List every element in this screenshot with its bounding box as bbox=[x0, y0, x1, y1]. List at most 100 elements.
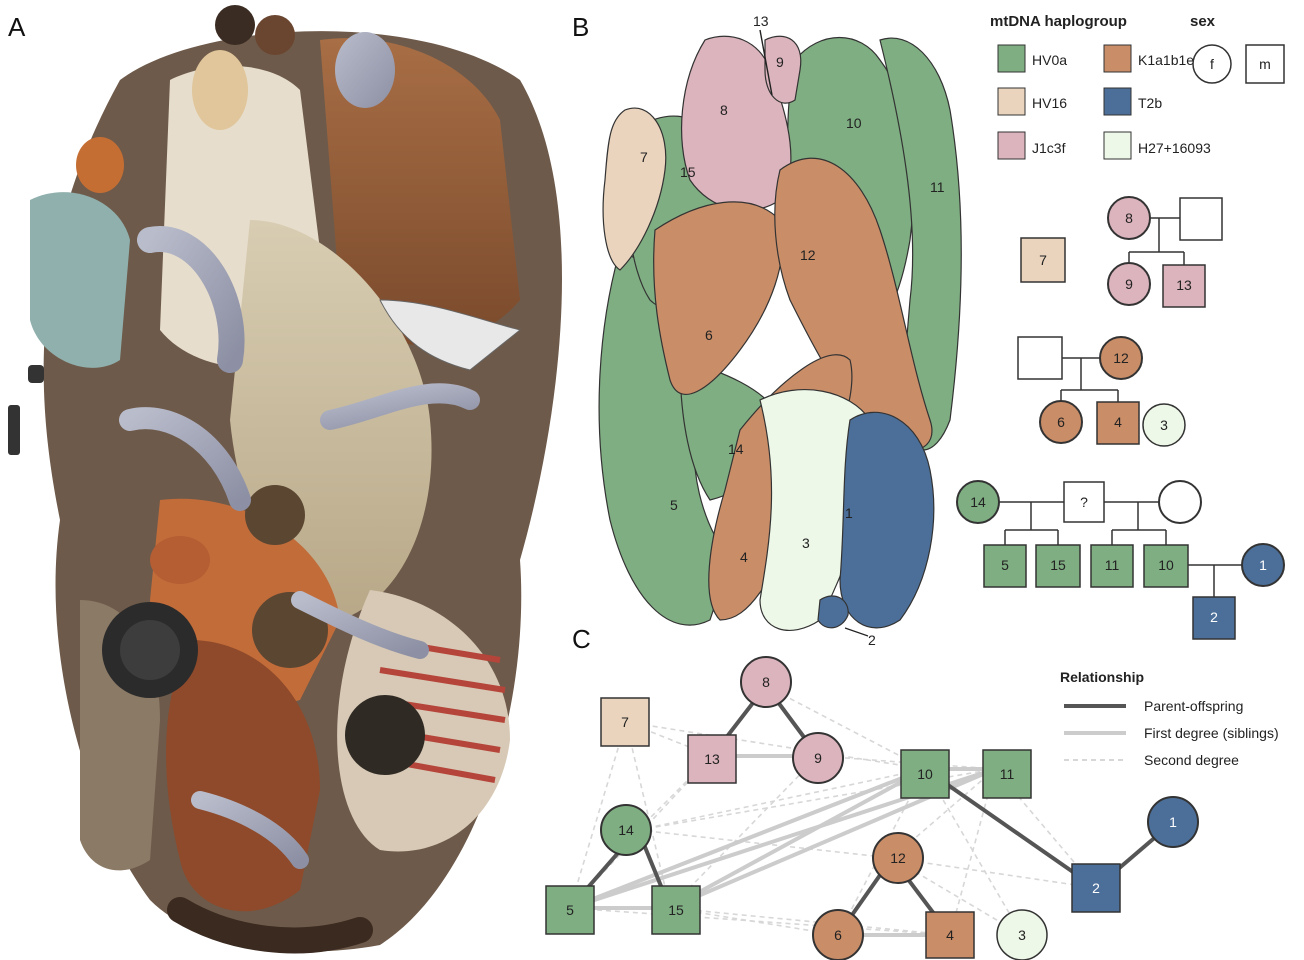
svg-text:2: 2 bbox=[1210, 609, 1218, 625]
svg-text:1: 1 bbox=[1169, 814, 1177, 830]
legend-item-j1c3f: J1c3f bbox=[998, 132, 1066, 159]
svg-text:HV16: HV16 bbox=[1032, 95, 1067, 111]
legend-item-k1a1b1e: K1a1b1e bbox=[1104, 45, 1194, 72]
network-node-12: 12 bbox=[873, 833, 923, 883]
svg-text:f: f bbox=[1210, 56, 1214, 72]
legend-item-hv0a: HV0a bbox=[998, 45, 1067, 72]
individual-2-shape bbox=[818, 596, 848, 628]
burial-label-8: 8 bbox=[720, 102, 728, 118]
burial-label-5: 5 bbox=[670, 497, 678, 513]
stone-object bbox=[28, 365, 44, 383]
pedigree-node-1: 1 bbox=[1242, 544, 1284, 586]
pedigree-node-12: 12 bbox=[1100, 337, 1142, 379]
svg-text:H27+16093: H27+16093 bbox=[1138, 140, 1211, 156]
svg-text:13: 13 bbox=[704, 751, 720, 767]
network-node-11: 11 bbox=[983, 750, 1031, 798]
svg-text:12: 12 bbox=[890, 850, 906, 866]
svg-text:4: 4 bbox=[1114, 414, 1122, 430]
pedigree-node-11: 11 bbox=[1091, 545, 1133, 587]
pedigree-node-8: 8 bbox=[1108, 197, 1150, 239]
network-node-7: 7 bbox=[601, 698, 649, 746]
svg-text:6: 6 bbox=[1057, 414, 1065, 430]
svg-text:T2b: T2b bbox=[1138, 95, 1162, 111]
pedigree-node-4: 4 bbox=[1097, 402, 1139, 444]
svg-text:8: 8 bbox=[1125, 210, 1133, 226]
network-node-2: 2 bbox=[1072, 864, 1120, 912]
pedigree-node-10: 10 bbox=[1144, 545, 1188, 587]
pedigree-node-unknown: ? bbox=[1064, 482, 1104, 522]
svg-text:9: 9 bbox=[1125, 276, 1133, 292]
figure-mass bbox=[30, 5, 562, 951]
burial-label-7: 7 bbox=[640, 149, 648, 165]
svg-text:8: 8 bbox=[762, 674, 770, 690]
svg-text:14: 14 bbox=[618, 822, 634, 838]
svg-text:6: 6 bbox=[834, 927, 842, 943]
svg-text:4: 4 bbox=[946, 927, 954, 943]
network-node-8: 8 bbox=[741, 657, 791, 707]
legend-item-t2b: T2b bbox=[1104, 88, 1162, 115]
network-node-3: 3 bbox=[997, 910, 1047, 960]
network-node-4: 4 bbox=[926, 912, 974, 958]
burial-label-15: 15 bbox=[680, 164, 696, 180]
network-node-6: 6 bbox=[813, 910, 863, 960]
relationship-legend: Relationship Parent-offspring First degr… bbox=[1060, 669, 1279, 768]
burial-label-10: 10 bbox=[846, 115, 862, 131]
pedigree-node-father-12 bbox=[1018, 337, 1062, 379]
svg-text:15: 15 bbox=[1050, 557, 1066, 573]
svg-text:11: 11 bbox=[1105, 557, 1120, 573]
svg-text:10: 10 bbox=[1158, 557, 1174, 573]
svg-text:5: 5 bbox=[566, 902, 574, 918]
haplogroup-legend: mtDNA haplogroup sex HV0a K1a1b1e HV16 T… bbox=[990, 0, 1304, 180]
pedigree-node-5: 5 bbox=[984, 545, 1026, 587]
burial-label-14: 14 bbox=[728, 441, 744, 457]
legend-title: mtDNA haplogroup bbox=[990, 13, 1127, 30]
pedigree-node-6: 6 bbox=[1040, 401, 1082, 443]
burial-label-6: 6 bbox=[705, 327, 713, 343]
individual-1-shape bbox=[840, 412, 934, 628]
pedigree-node-15: 15 bbox=[1036, 545, 1080, 587]
pedigree-node-14: 14 bbox=[957, 481, 999, 523]
network-node-9: 9 bbox=[793, 733, 843, 783]
individual-6-shape bbox=[654, 202, 783, 395]
stone-tool bbox=[8, 405, 20, 455]
svg-text:7: 7 bbox=[1039, 252, 1047, 268]
svg-text:15: 15 bbox=[668, 902, 684, 918]
svg-text:2: 2 bbox=[1092, 880, 1100, 896]
svg-text:1: 1 bbox=[1259, 557, 1267, 573]
burial-label-13: 13 bbox=[753, 13, 769, 29]
burial-label-9: 9 bbox=[776, 54, 784, 70]
legend-second-degree: Second degree bbox=[1144, 752, 1239, 768]
svg-text:3: 3 bbox=[1160, 417, 1168, 433]
svg-text:11: 11 bbox=[1000, 766, 1015, 782]
svg-text:5: 5 bbox=[1001, 557, 1009, 573]
svg-text:K1a1b1e: K1a1b1e bbox=[1138, 52, 1194, 68]
burial-label-1: 1 bbox=[845, 505, 853, 521]
relationship-legend-title: Relationship bbox=[1060, 669, 1144, 685]
legend-parent-offspring: Parent-offspring bbox=[1144, 698, 1243, 714]
svg-text:12: 12 bbox=[1113, 350, 1129, 366]
burial-label-4: 4 bbox=[740, 549, 748, 565]
network-node-1: 1 bbox=[1148, 797, 1198, 847]
pedigree-node-mother-11 bbox=[1159, 481, 1201, 523]
burial-reconstruction-illustration bbox=[0, 0, 590, 960]
sex-female-symbol: f bbox=[1193, 45, 1231, 83]
legend-first-degree: First degree (siblings) bbox=[1144, 725, 1279, 741]
pedigree-node-3: 3 bbox=[1143, 404, 1185, 446]
svg-text:14: 14 bbox=[970, 494, 986, 510]
network-node-14: 14 bbox=[601, 805, 651, 855]
relationship-network: 7 8 13 9 10 11 1 14 12 2 5 15 bbox=[540, 630, 1304, 960]
burial-plan: 1 2 3 4 5 6 7 8 9 10 11 12 13 14 15 bbox=[580, 0, 980, 650]
pedigree-node-9: 9 bbox=[1108, 263, 1150, 305]
svg-text:10: 10 bbox=[917, 766, 933, 782]
svg-text:m: m bbox=[1259, 56, 1271, 72]
svg-text:7: 7 bbox=[621, 714, 629, 730]
sex-legend-title: sex bbox=[1190, 13, 1216, 30]
legend-item-h27-16093: H27+16093 bbox=[1104, 132, 1211, 159]
pedigree-node-father-8 bbox=[1180, 198, 1222, 240]
network-node-10: 10 bbox=[901, 750, 949, 798]
network-node-13: 13 bbox=[688, 735, 736, 783]
pedigree-node-7: 7 bbox=[1021, 238, 1065, 282]
sex-male-symbol: m bbox=[1246, 45, 1284, 83]
svg-text:J1c3f: J1c3f bbox=[1032, 140, 1066, 156]
network-node-15: 15 bbox=[652, 886, 700, 934]
